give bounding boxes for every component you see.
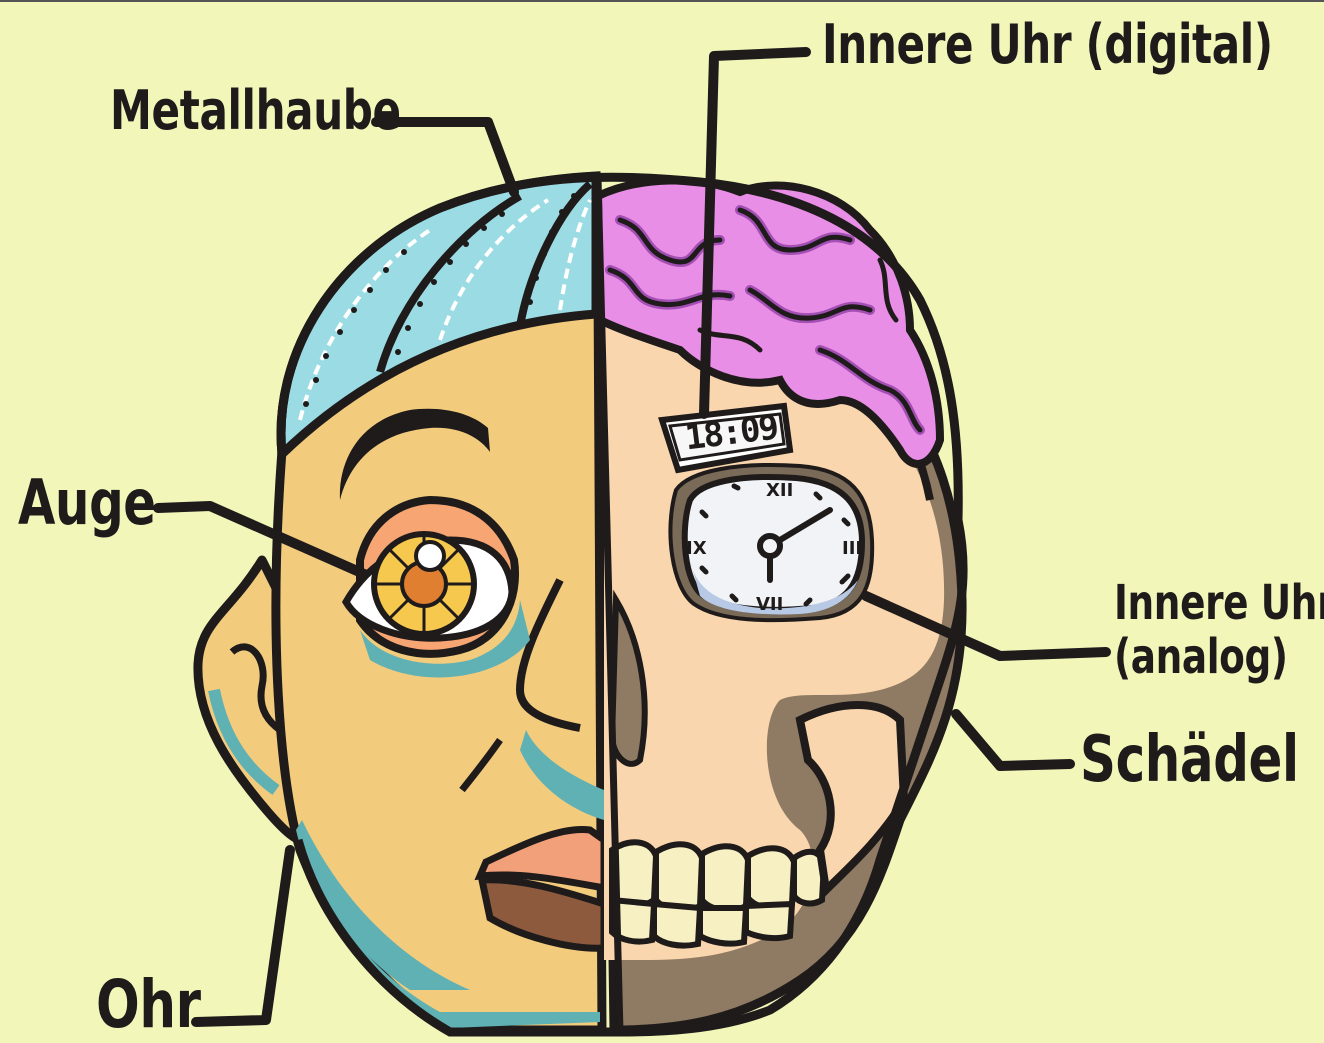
label-auge: Auge (18, 472, 156, 534)
label-schaedel: Schädel (1080, 728, 1299, 792)
head-left-half (198, 286, 604, 1030)
label-innere-uhr-analog-line1: Innere Uhr (1114, 576, 1324, 630)
leader-ohr (196, 850, 290, 1022)
leader-schaedel (956, 714, 1070, 766)
label-ohr: Ohr (96, 972, 201, 1038)
clock-numeral-ix: IX (686, 538, 707, 559)
label-innere-uhr-analog-line2: (analog) (1114, 630, 1324, 684)
eye-iris (374, 534, 474, 634)
clock-numeral-iii: III (842, 538, 862, 559)
teeth (612, 842, 824, 945)
clock-numeral-xii: XII (766, 480, 793, 501)
clock-numeral-vii: VII (756, 594, 783, 615)
analog-clock: XII III VII IX (670, 465, 872, 620)
label-innere-uhr-digital: Innere Uhr (digital) (822, 18, 1273, 72)
label-innere-uhr-analog: Innere Uhr (analog) (1114, 576, 1324, 684)
label-metallhaube: Metallhaube (110, 84, 401, 138)
